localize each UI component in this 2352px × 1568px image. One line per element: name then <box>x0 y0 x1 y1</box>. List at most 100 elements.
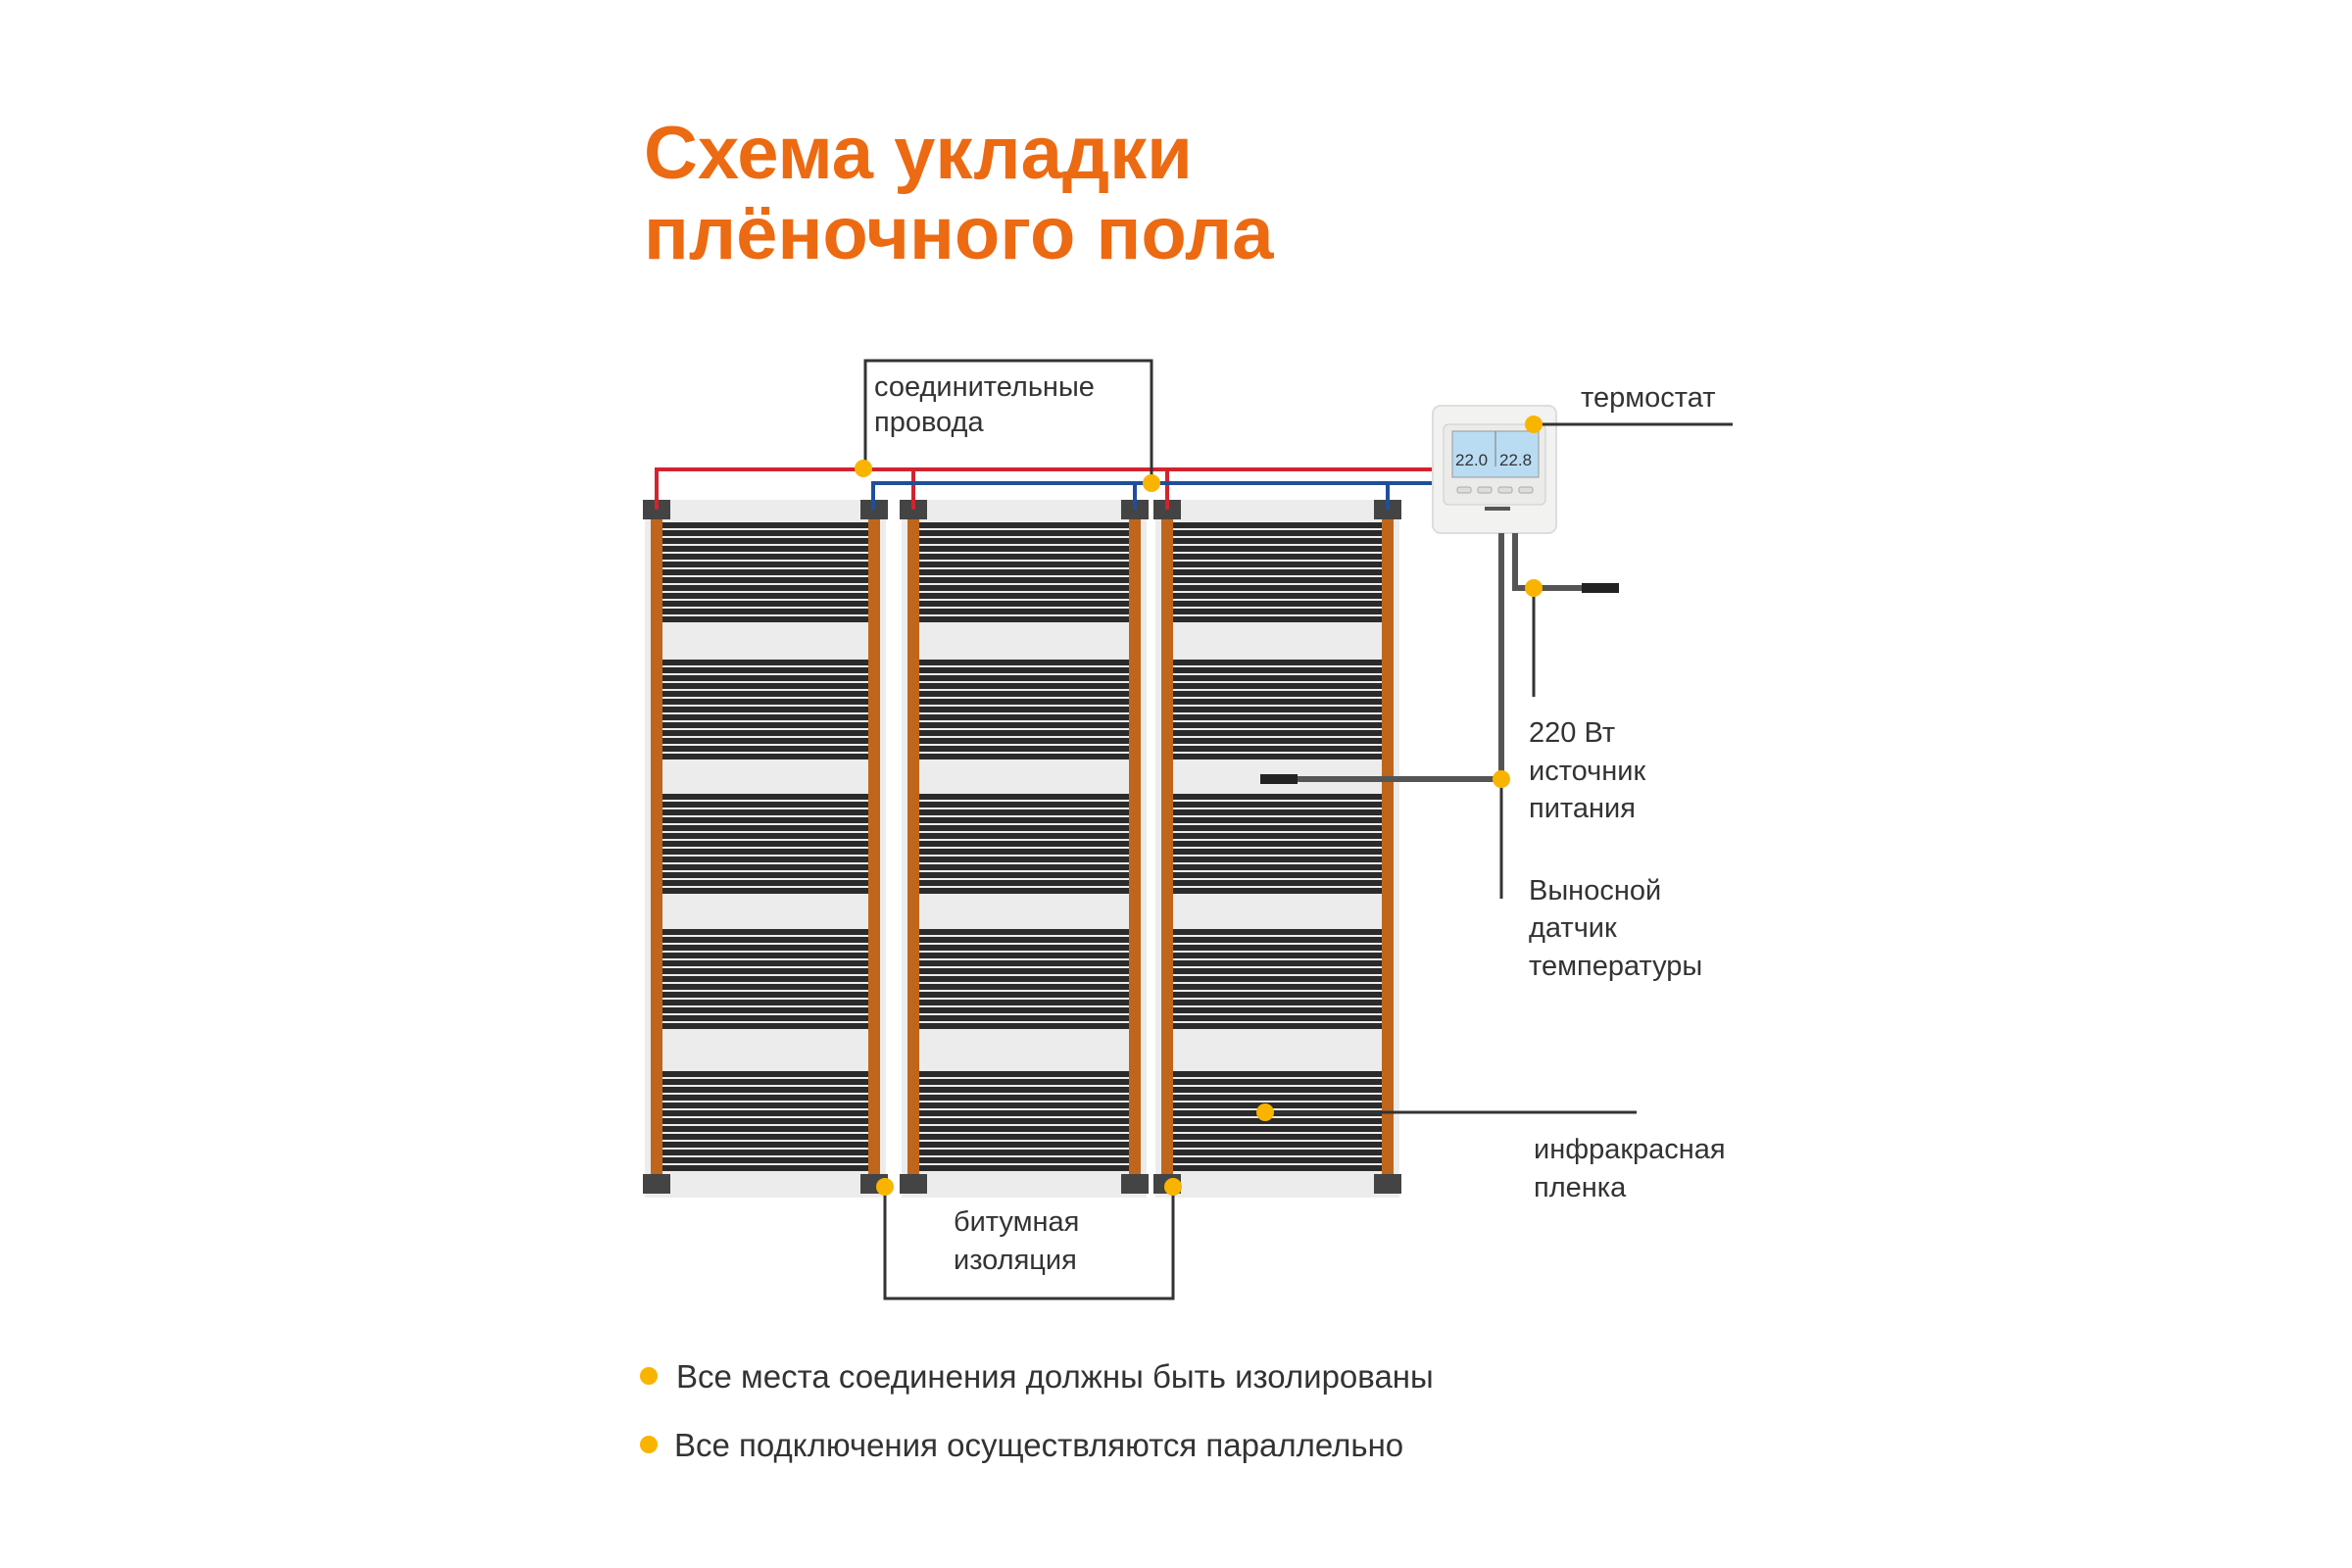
heating-stripe <box>662 660 868 665</box>
heating-stripe <box>1173 1071 1382 1077</box>
heating-stripe <box>1173 1150 1382 1155</box>
heating-stripe <box>662 953 868 958</box>
heating-stripe <box>1173 841 1382 847</box>
heating-stripe <box>919 616 1129 622</box>
heating-stripe <box>1173 616 1382 622</box>
heating-stripe <box>1173 937 1382 943</box>
heating-stripe <box>1173 872 1382 878</box>
heating-stripe <box>662 1000 868 1005</box>
heating-stripe <box>662 714 868 720</box>
heating-stripe <box>919 1157 1129 1163</box>
heating-stripe <box>1173 1087 1382 1093</box>
heating-stripe <box>919 746 1129 752</box>
heating-stripe <box>919 699 1129 705</box>
heating-stripe <box>662 976 868 982</box>
heating-stripe <box>662 1165 868 1171</box>
red-wire <box>655 467 1437 510</box>
heating-stripe <box>1173 1157 1382 1163</box>
heating-stripe <box>919 825 1129 831</box>
heating-stripe <box>662 699 868 705</box>
heating-stripe <box>1173 730 1382 736</box>
heating-stripe <box>919 660 1129 665</box>
heating-stripe <box>662 562 868 567</box>
heating-stripe <box>919 976 1129 982</box>
label-insulation-1: битумная <box>954 1206 1079 1238</box>
heating-stripe <box>1173 1007 1382 1013</box>
label-sensor-2: датчик <box>1529 912 1617 944</box>
heating-stripe <box>1173 746 1382 752</box>
heating-stripe <box>662 794 868 800</box>
heating-stripe <box>662 968 868 974</box>
connection-dot <box>855 460 872 477</box>
heating-stripe <box>1173 1000 1382 1005</box>
heating-stripe <box>919 554 1129 560</box>
heating-stripe <box>662 691 868 697</box>
heating-stripe <box>919 864 1129 870</box>
heating-stripe <box>662 1102 868 1108</box>
label-insulation-2: изоляция <box>954 1245 1077 1276</box>
heating-stripe <box>662 754 868 760</box>
heating-stripe <box>662 864 868 870</box>
heating-stripe <box>919 522 1129 528</box>
heating-stripe <box>919 569 1129 575</box>
copper-bus <box>868 510 880 1186</box>
heating-stripe <box>919 609 1129 614</box>
heating-stripe <box>662 609 868 614</box>
heating-stripe <box>919 1134 1129 1140</box>
insulation-bracket <box>883 1187 1175 1300</box>
note-1: Все места соединения должны быть изолиро… <box>676 1358 1434 1395</box>
label-wires-2: провода <box>874 407 984 438</box>
heating-stripe <box>662 929 868 935</box>
heating-stripe <box>662 880 868 886</box>
heating-stripe <box>662 1079 868 1085</box>
heating-stripe <box>919 1126 1129 1132</box>
heating-stripe <box>1173 754 1382 760</box>
display-left: 22.0 <box>1455 451 1488 469</box>
bottom-clamp <box>900 1174 927 1194</box>
heating-stripe <box>1173 880 1382 886</box>
heating-stripe <box>919 1023 1129 1029</box>
heating-stripe <box>1173 585 1382 591</box>
heating-stripe <box>1173 1142 1382 1148</box>
heating-stripe <box>662 833 868 839</box>
heating-stripe <box>919 1071 1129 1077</box>
heating-stripe <box>919 562 1129 567</box>
heating-stripe <box>1173 1079 1382 1085</box>
display-right: 22.8 <box>1499 451 1532 469</box>
heating-stripe <box>919 707 1129 712</box>
heating-stripe <box>1173 833 1382 839</box>
heating-stripe <box>1173 738 1382 744</box>
heating-stripe <box>919 730 1129 736</box>
heating-stripe <box>919 538 1129 544</box>
heating-stripe <box>919 754 1129 760</box>
heating-stripe <box>1173 660 1382 665</box>
film-panels <box>643 500 1401 1198</box>
heating-stripe <box>919 585 1129 591</box>
heating-stripe <box>919 794 1129 800</box>
heating-stripe <box>662 585 868 591</box>
heating-stripe <box>919 937 1129 943</box>
heating-stripe <box>662 730 868 736</box>
heating-stripe <box>919 953 1129 958</box>
heating-stripe <box>662 1007 868 1013</box>
heating-stripe <box>662 802 868 808</box>
title-line-2: плёночного пола <box>644 192 1274 275</box>
heating-stripe <box>919 1000 1129 1005</box>
heating-stripe <box>919 945 1129 951</box>
heating-stripe <box>662 601 868 607</box>
label-sensor-3: температуры <box>1529 951 1702 982</box>
heating-stripe <box>919 802 1129 808</box>
heating-stripe <box>662 683 868 689</box>
heating-stripe <box>919 1165 1129 1171</box>
heating-stripe <box>1173 554 1382 560</box>
sensor-dot <box>1493 770 1510 788</box>
copper-bus <box>1129 510 1141 1186</box>
heating-stripe <box>1173 976 1382 982</box>
heating-stripe <box>919 880 1129 886</box>
heating-stripe <box>662 841 868 847</box>
heating-stripe <box>919 1087 1129 1093</box>
heating-stripe <box>1173 546 1382 552</box>
heating-stripe <box>662 538 868 544</box>
heating-stripe <box>662 872 868 878</box>
